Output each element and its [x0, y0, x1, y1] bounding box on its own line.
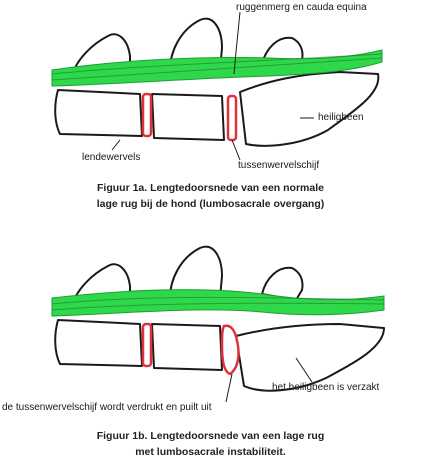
- figure-1a-drawing: [0, 0, 421, 180]
- lumbar-vertebra-2: [152, 324, 222, 370]
- disc-1: [143, 94, 151, 136]
- caption-1b-line-2: met lumbosacrale instabiliteit.: [0, 444, 421, 460]
- label-disc-bulging: de tussenwervelschijf wordt verdrukt en …: [2, 402, 212, 413]
- lumbar-vertebra-1: [55, 90, 142, 136]
- sacrum: [240, 72, 378, 146]
- disc-2: [228, 96, 236, 140]
- label-disc: tussenwervelschijf: [238, 160, 319, 171]
- leader-disc: [232, 140, 240, 160]
- label-sacrum: heiligbeen: [318, 112, 364, 123]
- disc-2-bulging: [222, 326, 239, 374]
- figure-1b: het heiligbeen is verzakt de tussenwerve…: [0, 236, 421, 416]
- caption-1a-line-1: Figuur 1a. Lengtedoorsnede van een norma…: [0, 180, 421, 196]
- spinal-cord: [52, 290, 384, 316]
- leader-disc-bulging: [226, 374, 232, 402]
- caption-1a-line-2: lage rug bij de hond (lumbosacrale overg…: [0, 196, 421, 212]
- disc-1: [143, 324, 151, 366]
- leader-lumbar: [112, 140, 120, 150]
- figure-1a: ruggenmerg en cauda equina heiligbeen le…: [0, 0, 421, 180]
- caption-figure-1b: Figuur 1b. Lengtedoorsnede van een lage …: [0, 428, 421, 460]
- caption-1b-line-1: Figuur 1b. Lengtedoorsnede van een lage …: [0, 428, 421, 444]
- label-sacrum-displaced: het heiligbeen is verzakt: [272, 382, 379, 393]
- label-spinal-cord: ruggenmerg en cauda equina: [236, 2, 367, 13]
- sacrum-displaced: [236, 324, 384, 391]
- lumbar-vertebra-1: [55, 320, 142, 366]
- lumbar-vertebra-2: [152, 94, 224, 140]
- label-lumbar-vertebrae: lendewervels: [82, 152, 140, 163]
- caption-figure-1a: Figuur 1a. Lengtedoorsnede van een norma…: [0, 180, 421, 212]
